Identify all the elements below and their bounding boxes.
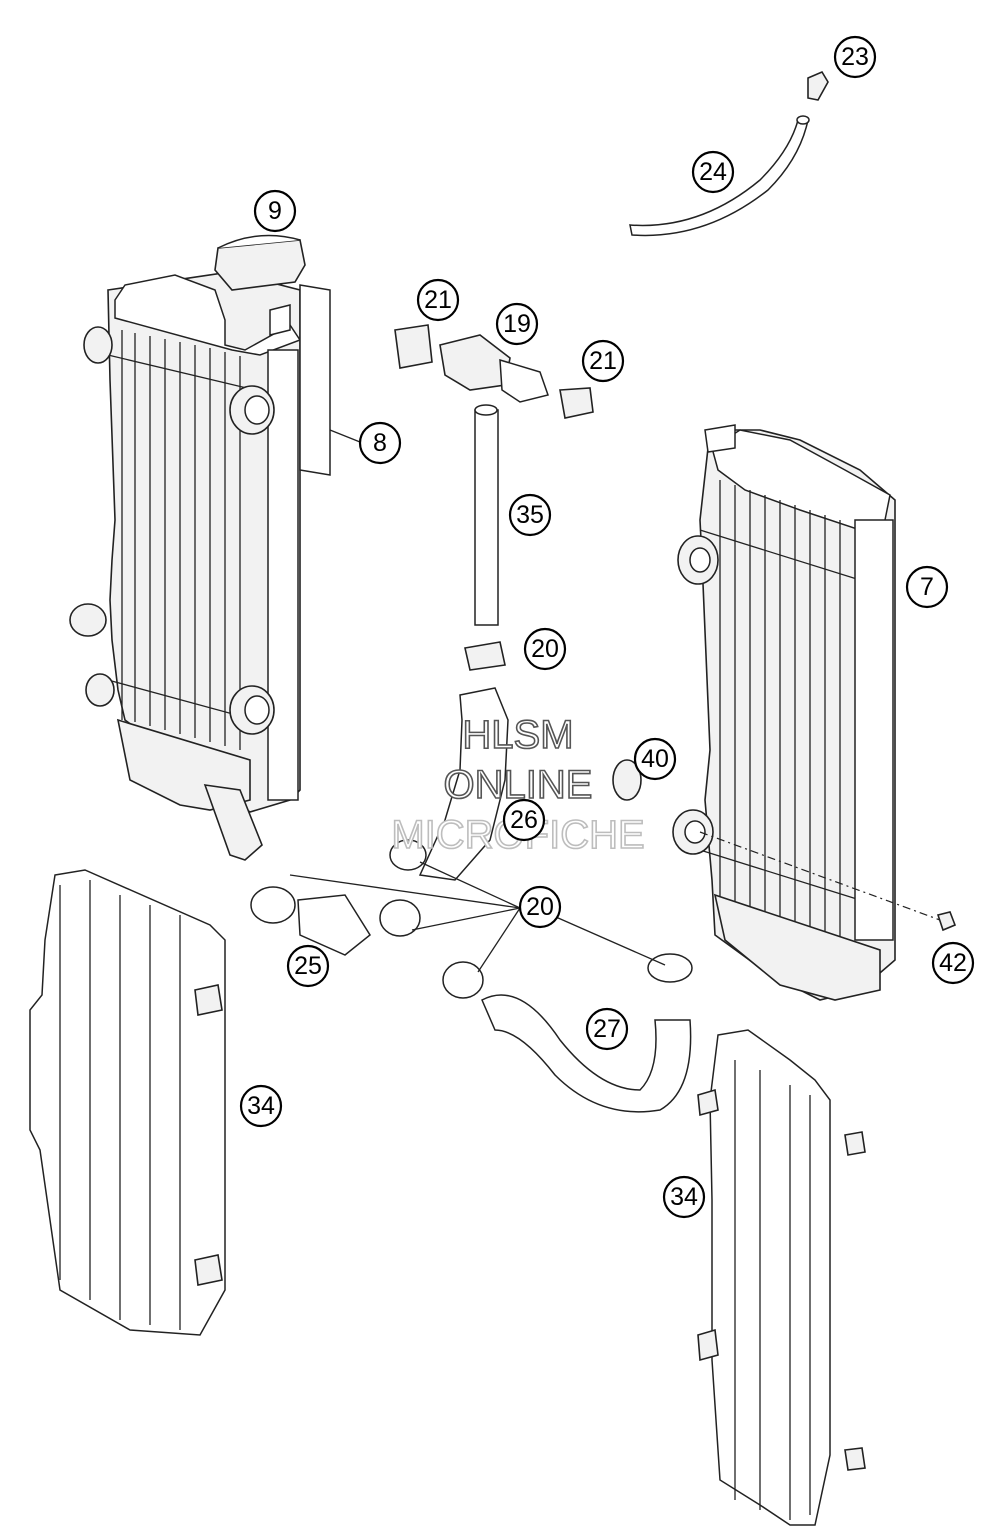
right-radiator: [672, 424, 941, 1001]
thermostat-assembly: [394, 324, 594, 626]
svg-text:7: 7: [920, 573, 934, 601]
hose-clamp: [464, 641, 506, 671]
grommet: [612, 759, 642, 801]
svg-text:34: 34: [247, 1092, 275, 1120]
svg-text:26: 26: [510, 806, 538, 834]
left-shroud: [29, 869, 226, 1336]
svg-text:40: 40: [641, 745, 669, 773]
callout-27: 27: [585, 1007, 629, 1051]
callout-40: 40: [633, 737, 677, 781]
callout-24: 24: [691, 150, 735, 194]
watermark-line1: HLSM: [462, 713, 573, 757]
svg-text:19: 19: [503, 310, 531, 338]
breather-hose: [629, 70, 829, 237]
svg-text:25: 25: [294, 952, 322, 980]
svg-text:9: 9: [268, 197, 282, 225]
callout-25: 25: [286, 944, 330, 988]
svg-text:34: 34: [670, 1183, 698, 1211]
bolt: [936, 911, 957, 932]
callout-21a: 21: [416, 278, 460, 322]
callout-7: 7: [905, 565, 949, 609]
lower-hose: [481, 994, 692, 1113]
cover-sheet: [299, 284, 331, 476]
svg-text:35: 35: [516, 501, 544, 529]
callout-20a: 20: [523, 627, 567, 671]
callout-23: 23: [833, 35, 877, 79]
left-radiator: [69, 271, 302, 861]
svg-text:23: 23: [841, 43, 869, 71]
callout-20b: 20: [518, 885, 562, 929]
callout-34a: 34: [239, 1084, 283, 1128]
svg-text:20: 20: [526, 893, 554, 921]
upper-hose: [418, 687, 509, 881]
svg-text:27: 27: [593, 1015, 621, 1043]
callout-20b-leaders: [289, 861, 666, 973]
svg-text:24: 24: [699, 158, 727, 186]
callout-21b: 21: [581, 339, 625, 383]
callout-26: 26: [502, 798, 546, 842]
svg-text:21: 21: [589, 347, 617, 375]
svg-text:20: 20: [531, 635, 559, 663]
callout-9: 9: [253, 189, 297, 233]
watermark-line2: ONLINE: [444, 763, 593, 807]
right-shroud: [709, 1029, 831, 1526]
callout-35: 35: [508, 493, 552, 537]
callout-8: 8: [358, 421, 402, 465]
callout-8-leader: [329, 429, 361, 443]
svg-text:8: 8: [373, 429, 387, 457]
radiator-cap: [214, 234, 306, 291]
lower-clamps: [250, 839, 693, 999]
callout-34b: 34: [662, 1175, 706, 1219]
svg-text:42: 42: [939, 949, 967, 977]
callout-19: 19: [495, 302, 539, 346]
svg-text:21: 21: [424, 286, 452, 314]
callout-42: 42: [931, 941, 975, 985]
